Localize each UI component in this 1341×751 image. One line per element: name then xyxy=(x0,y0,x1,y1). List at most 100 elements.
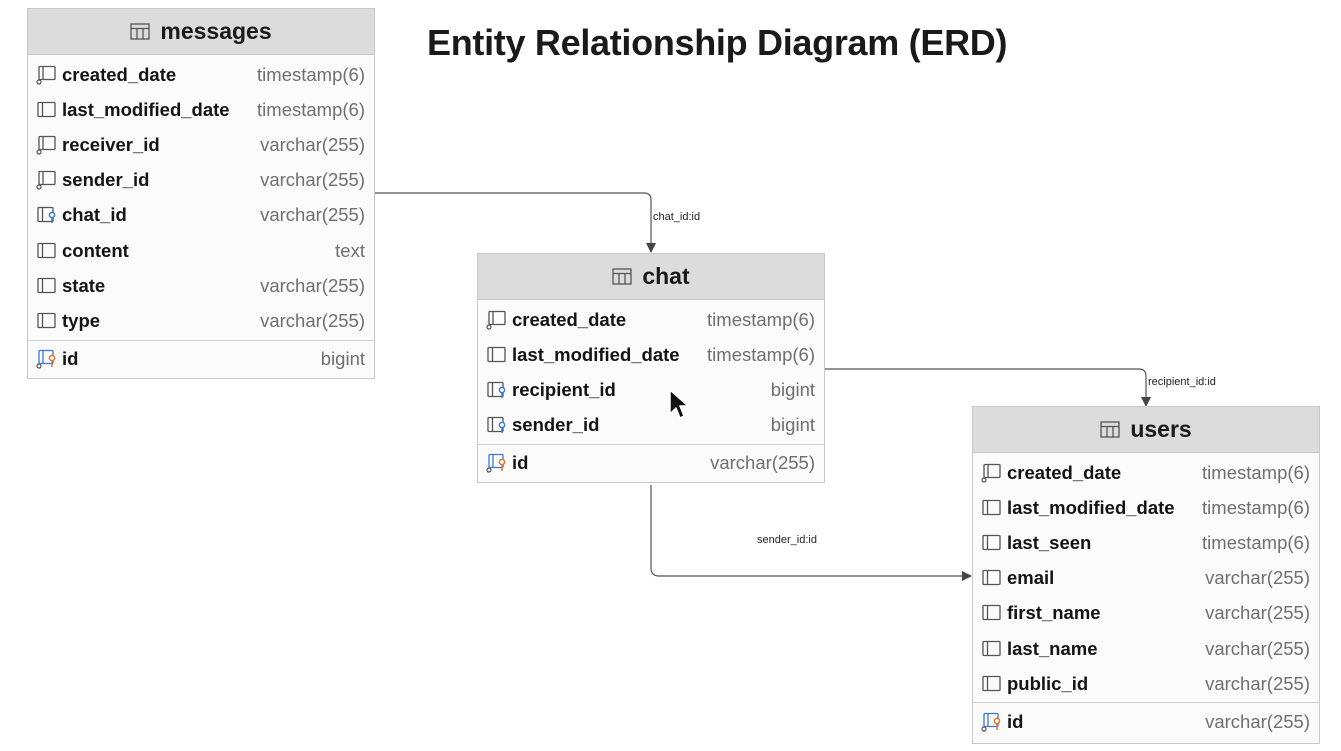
column-name: created_date xyxy=(1007,461,1122,483)
column-icon xyxy=(36,241,58,261)
column-name: first_name xyxy=(1007,602,1101,624)
column-row[interactable]: first_name varchar(255) xyxy=(973,596,1319,631)
column-name: id xyxy=(62,348,79,369)
column-row[interactable]: created_date timestamp(6) xyxy=(973,455,1319,490)
primary-key-icon xyxy=(486,453,508,473)
column-type: timestamp(6) xyxy=(257,63,365,85)
column-name: recipient_id xyxy=(512,378,616,400)
column-name: last_modified_date xyxy=(62,98,230,120)
column-type: bigint xyxy=(770,414,815,436)
column-name: content xyxy=(62,239,129,261)
column-type: timestamp(6) xyxy=(707,343,815,365)
table-header[interactable]: messages xyxy=(28,9,374,55)
primary-key-divider xyxy=(478,443,824,445)
column-name: receiver_id xyxy=(62,133,160,155)
column-row[interactable]: email varchar(255) xyxy=(973,561,1319,596)
primary-key-row[interactable]: id bigint xyxy=(28,341,374,378)
column-row[interactable]: type varchar(255) xyxy=(28,303,374,338)
primary-key-icon xyxy=(981,712,1003,732)
column-type: varchar(255) xyxy=(1205,637,1310,659)
column-row[interactable]: last_name varchar(255) xyxy=(973,631,1319,666)
column-name: created_date xyxy=(512,308,627,330)
table-header[interactable]: chat xyxy=(478,254,824,300)
column-nullable-icon xyxy=(981,463,1003,483)
column-type: varchar(255) xyxy=(710,452,815,474)
column-icon xyxy=(981,639,1003,659)
column-icon xyxy=(36,100,58,120)
column-type: varchar(255) xyxy=(1205,602,1310,624)
edge-recipient-id xyxy=(825,368,1151,407)
column-row[interactable]: last_modified_date timestamp(6) xyxy=(973,490,1319,525)
column-icon xyxy=(981,533,1003,553)
column-row[interactable]: sender_id varchar(255) xyxy=(28,163,374,198)
column-name: type xyxy=(62,309,101,331)
column-type: varchar(255) xyxy=(260,204,365,226)
column-row[interactable]: last_modified_date timestamp(6) xyxy=(28,92,374,127)
column-icon xyxy=(981,568,1003,588)
foreign-key-icon xyxy=(486,415,508,435)
column-type: bigint xyxy=(770,378,815,400)
column-name: last_modified_date xyxy=(1007,496,1175,518)
edge-label-chat-id: chat_id:id xyxy=(653,211,700,223)
column-icon xyxy=(981,603,1003,623)
primary-key-divider xyxy=(973,702,1319,704)
column-type: varchar(255) xyxy=(1205,567,1310,589)
column-type: varchar(255) xyxy=(260,169,365,191)
column-type: varchar(255) xyxy=(1205,672,1310,694)
primary-key-icon xyxy=(36,349,58,369)
column-nullable-icon xyxy=(36,170,58,190)
edge-chat-id xyxy=(375,192,656,253)
primary-key-divider xyxy=(28,339,374,341)
column-type: bigint xyxy=(320,348,365,369)
table-icon xyxy=(612,268,632,285)
column-row[interactable]: recipient_id bigint xyxy=(478,372,824,407)
column-type: timestamp(6) xyxy=(1202,496,1310,518)
table-icon xyxy=(130,23,151,40)
column-row[interactable]: last_modified_date timestamp(6) xyxy=(478,337,824,372)
foreign-key-icon xyxy=(486,380,508,400)
column-type: varchar(255) xyxy=(260,309,365,331)
table-icon xyxy=(1100,421,1120,438)
column-icon xyxy=(36,276,58,296)
column-name: id xyxy=(1007,710,1024,732)
column-name: last_name xyxy=(1007,637,1098,659)
column-type: timestamp(6) xyxy=(257,98,365,120)
edge-label-sender-id: sender_id:id xyxy=(757,534,817,546)
foreign-key-icon xyxy=(36,205,58,225)
column-name: sender_id xyxy=(62,169,150,191)
table-header[interactable]: users xyxy=(973,407,1319,453)
column-icon xyxy=(981,498,1003,518)
column-nullable-icon xyxy=(36,135,58,155)
column-row[interactable]: content text xyxy=(28,233,374,268)
column-row[interactable]: chat_id varchar(255) xyxy=(28,198,374,233)
column-type: varchar(255) xyxy=(1205,710,1310,732)
column-name: email xyxy=(1007,567,1055,589)
column-type: varchar(255) xyxy=(260,274,365,296)
column-icon xyxy=(981,674,1003,694)
table-name: messages xyxy=(160,18,272,44)
table-name: users xyxy=(1130,416,1192,442)
column-type: timestamp(6) xyxy=(1202,461,1310,483)
column-type: text xyxy=(335,239,365,261)
column-name: chat_id xyxy=(62,204,127,226)
column-icon xyxy=(36,311,58,331)
mouse-pointer-icon xyxy=(669,389,689,419)
column-name: last_modified_date xyxy=(512,343,680,365)
primary-key-row[interactable]: id varchar(255) xyxy=(973,703,1319,740)
column-name: last_seen xyxy=(1007,531,1092,553)
